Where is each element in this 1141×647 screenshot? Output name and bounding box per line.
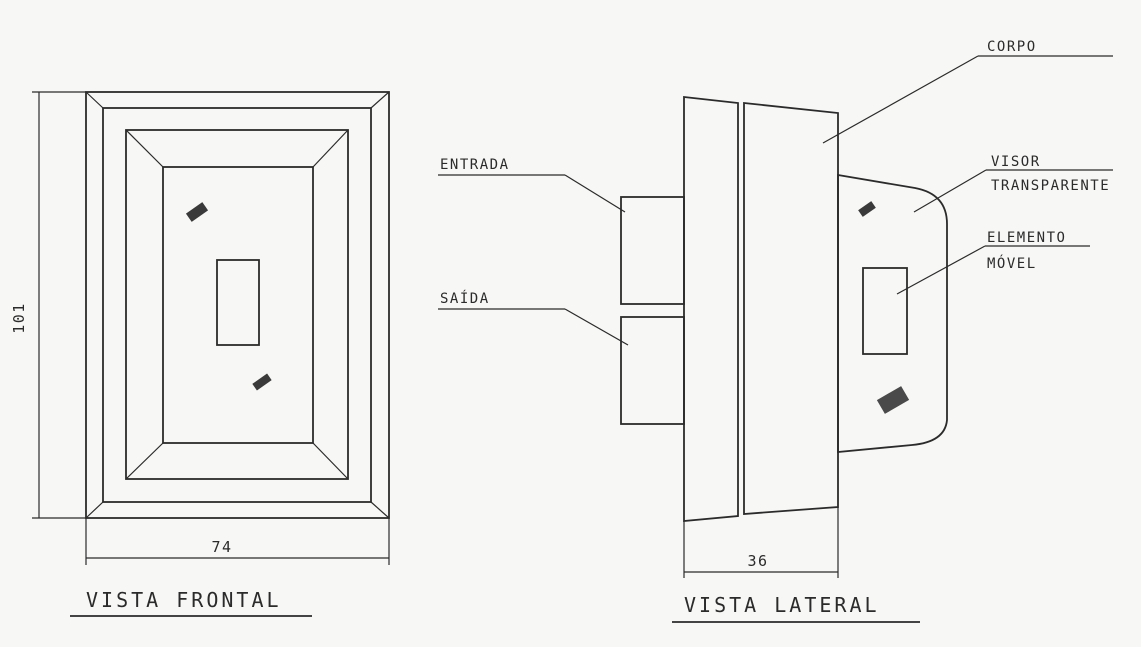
label-elemento-line2: MÓVEL bbox=[987, 254, 1037, 272]
front-height-value: 101 bbox=[10, 302, 28, 334]
label-saida: SAÍDA bbox=[440, 290, 490, 307]
leader-corpo bbox=[822, 55, 1113, 144]
side-screw-mark-top bbox=[858, 201, 876, 217]
side-depth-value: 36 bbox=[747, 552, 768, 570]
side-depth-dimension: 36 bbox=[683, 507, 839, 578]
side-moving-element bbox=[862, 267, 908, 355]
front-view: 101 74 VISTA FRONTAL bbox=[10, 91, 390, 617]
side-body bbox=[743, 101, 839, 515]
side-inlet-connector bbox=[620, 196, 685, 305]
label-visor-line2: TRANSPARENTE bbox=[991, 178, 1110, 194]
side-screw-mark-bottom bbox=[876, 386, 910, 414]
leader-entrada bbox=[438, 174, 626, 213]
side-view: 36 CORPO ENTRADA SAÍDA VISOR TRANSPARENT… bbox=[438, 39, 1113, 623]
front-bevel-frame bbox=[125, 129, 349, 480]
label-elemento-line1: ELEMENTO bbox=[987, 230, 1066, 246]
leader-elemento bbox=[896, 245, 1090, 295]
leader-visor bbox=[913, 169, 1113, 213]
front-outer-frame bbox=[85, 91, 390, 519]
front-width-dimension: 74 bbox=[85, 518, 390, 565]
front-view-title: VISTA FRONTAL bbox=[86, 588, 282, 612]
front-moving-element bbox=[216, 259, 260, 346]
front-screw-mark-top bbox=[185, 202, 209, 222]
label-corpo: CORPO bbox=[987, 39, 1037, 55]
label-entrada: ENTRADA bbox=[440, 157, 510, 173]
front-screw-mark-bottom bbox=[252, 373, 272, 391]
side-back-plate bbox=[683, 95, 739, 522]
side-transparent-visor bbox=[837, 173, 948, 453]
front-width-value: 74 bbox=[211, 538, 232, 556]
side-view-title: VISTA LATERAL bbox=[684, 593, 880, 617]
leader-saida bbox=[438, 308, 629, 346]
front-height-dimension: 101 bbox=[10, 91, 86, 519]
label-visor-line1: VISOR bbox=[991, 154, 1041, 170]
side-outlet-connector bbox=[620, 316, 685, 425]
